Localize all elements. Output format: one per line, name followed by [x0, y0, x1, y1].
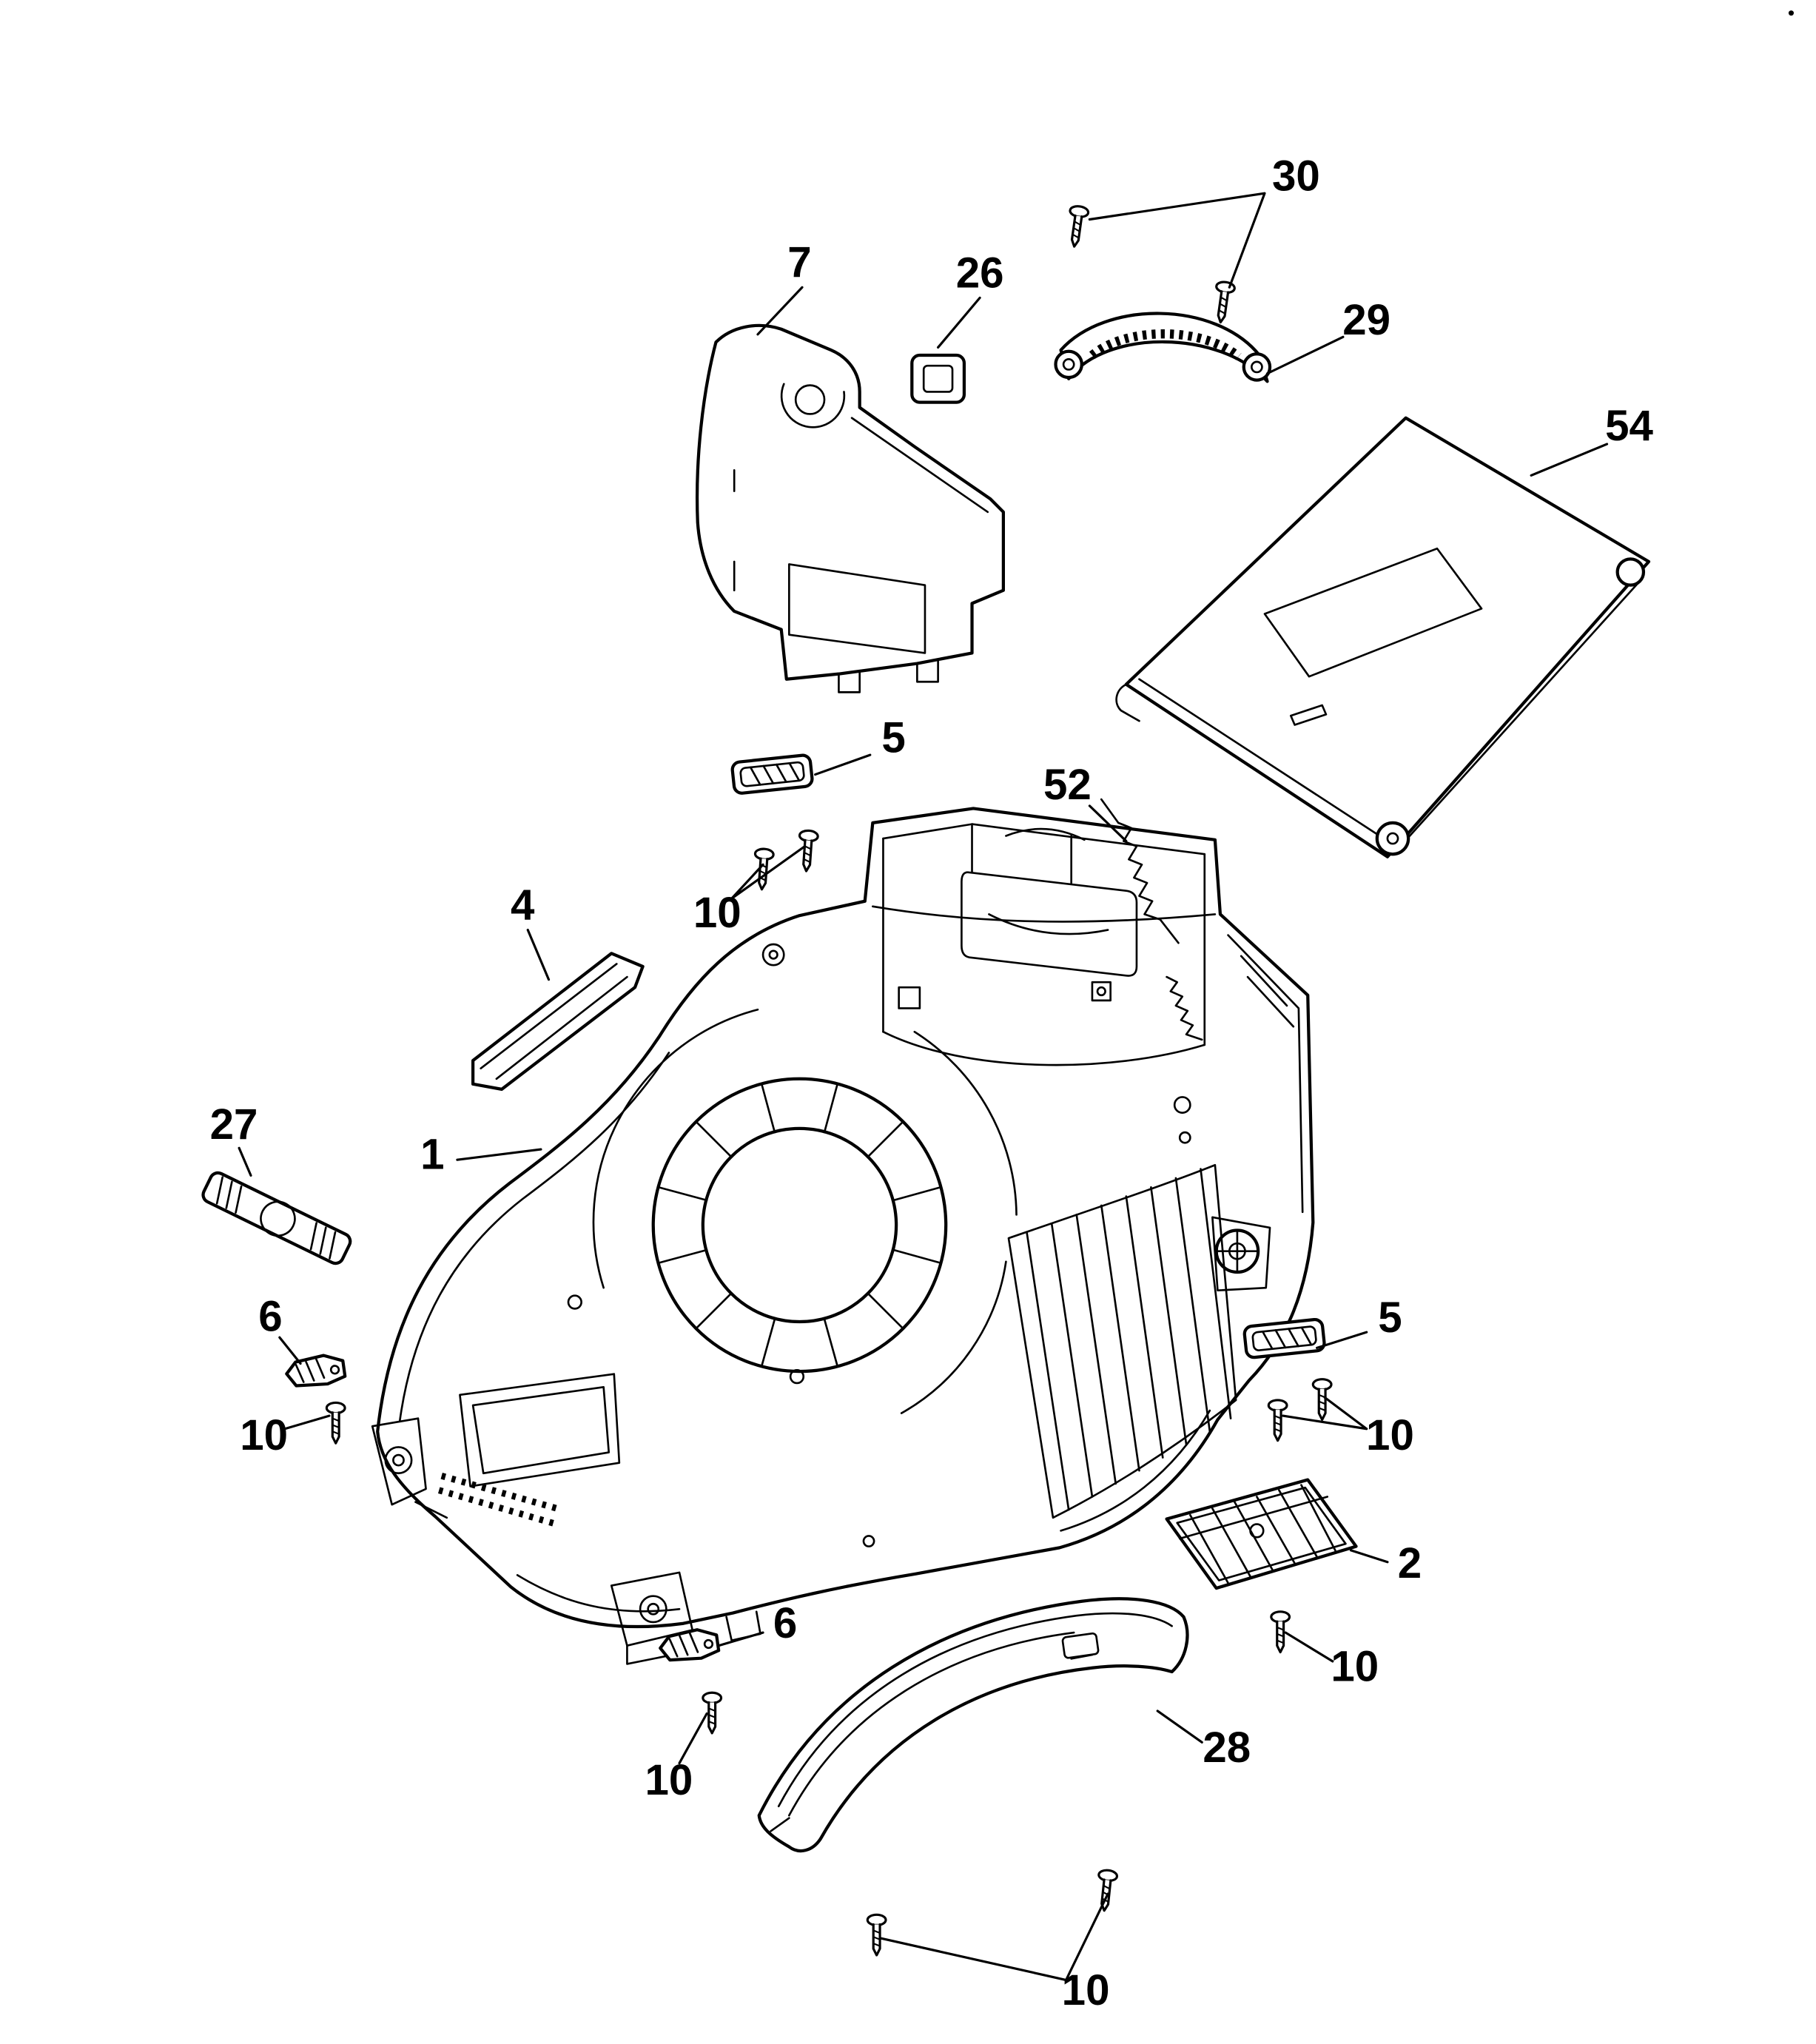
part-28-deflector-guard — [757, 1597, 1189, 1853]
part-2-grille-plate — [1165, 1478, 1358, 1590]
stray-mark — [1788, 10, 1794, 16]
callout-labels: 30 7 26 29 54 5 52 4 10 27 1 6 5 10 10 2… — [210, 152, 1654, 2014]
callout-10-left: 10 — [240, 1411, 288, 1459]
part-7-cover-bracket — [695, 323, 1005, 693]
callout-6-left: 6 — [258, 1292, 282, 1340]
callout-2: 2 — [1398, 1539, 1422, 1587]
part-5-clip-right — [1242, 1317, 1326, 1359]
part-54-rear-flap — [1115, 416, 1651, 858]
part-6-clip-left — [285, 1354, 347, 1388]
part-30-screws — [1063, 204, 1237, 325]
part-6-clip-front — [659, 1628, 721, 1662]
part-4-side-rail — [471, 952, 645, 1092]
part-5-clip-left — [730, 753, 814, 795]
part-10-screws-bottom — [866, 1868, 1119, 1957]
callout-27: 27 — [210, 1100, 258, 1149]
callout-10-upper: 10 — [693, 889, 741, 937]
part-10-screw-front — [702, 1691, 723, 1735]
callout-6-front: 6 — [773, 1599, 797, 1647]
part-29-handle-grip — [1054, 312, 1272, 383]
callout-5-left: 5 — [881, 714, 905, 762]
part-26-block — [910, 353, 966, 404]
part-10-screw-left — [325, 1401, 346, 1445]
callout-5-right: 5 — [1378, 1294, 1402, 1342]
part-10-screws-right — [1267, 1378, 1333, 1442]
callout-30: 30 — [1272, 152, 1320, 201]
callout-7: 7 — [787, 238, 811, 286]
callout-10-right-lower: 10 — [1331, 1642, 1379, 1690]
callout-10-right: 10 — [1366, 1411, 1414, 1459]
callout-1: 1 — [420, 1131, 444, 1179]
callout-52: 52 — [1043, 761, 1092, 809]
callout-10-front: 10 — [645, 1756, 693, 1804]
callout-4: 4 — [511, 881, 535, 929]
callout-10-bottom: 10 — [1062, 1966, 1110, 2014]
callout-29: 29 — [1342, 296, 1390, 344]
callout-28: 28 — [1203, 1724, 1251, 1772]
callout-54: 54 — [1605, 402, 1653, 450]
callout-26: 26 — [956, 249, 1004, 297]
part-1-deck-housing — [371, 807, 1315, 1665]
part-27-badge-strip — [201, 1171, 352, 1265]
leader-lines — [238, 192, 1609, 1982]
